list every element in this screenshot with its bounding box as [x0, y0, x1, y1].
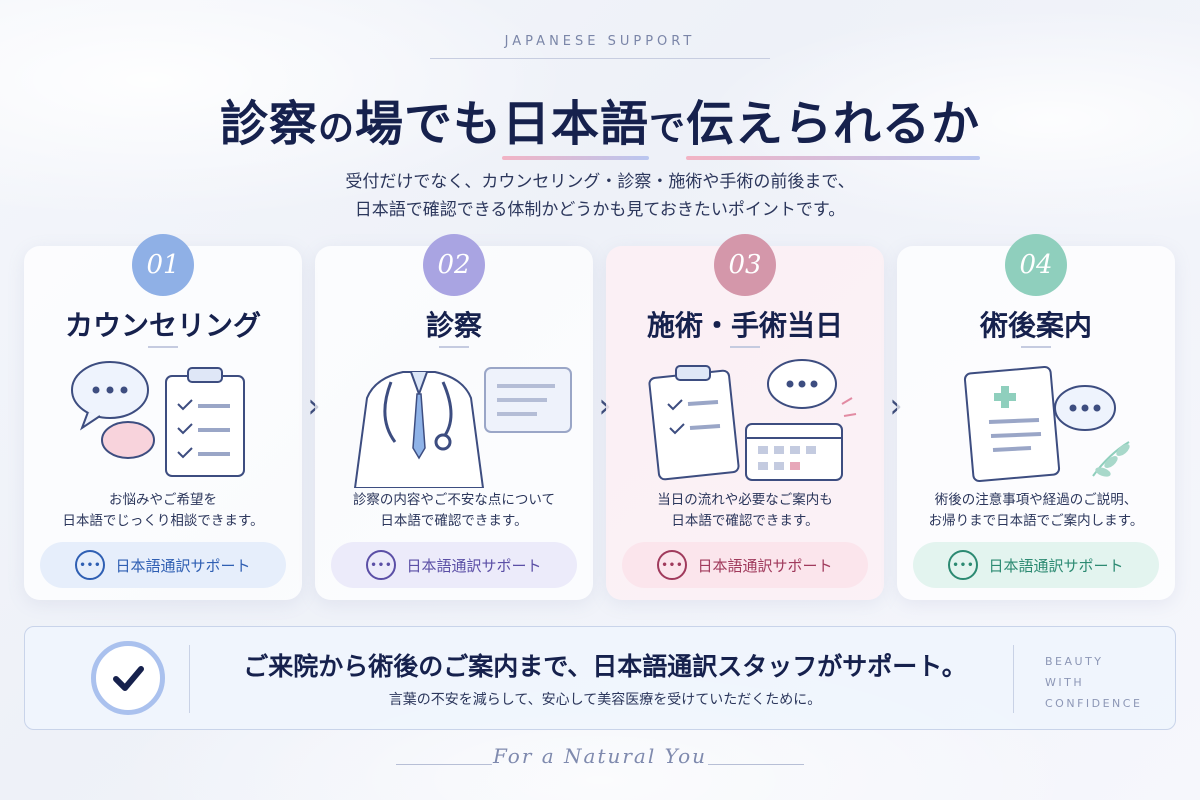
- interpreter-support-badge[interactable]: ••• 日本語通訳サポート: [622, 542, 868, 588]
- title-part: で: [649, 107, 687, 149]
- step-card-counseling: 01 カウンセリング お悩みやご希望を 日本語でじっくり相談できます。 ••• …: [24, 234, 302, 600]
- page-title: 診察の場でも日本語で伝えられるか: [0, 84, 1200, 160]
- schedule-illustration-icon: [648, 359, 857, 481]
- chat-bubble-icon: •••: [75, 550, 106, 580]
- badge-label: 日本語通訳サポート: [988, 556, 1124, 575]
- step-number-badge: 02: [423, 234, 485, 296]
- title-part: の: [317, 107, 355, 149]
- banner-divider: [1013, 645, 1014, 713]
- step-title-divider: [148, 346, 178, 348]
- step-number-badge: 03: [714, 234, 776, 296]
- subtitle-line: 日本語で確認できる体制かどうかも見ておきたいポイントです。: [354, 200, 846, 220]
- doctor-illustration-icon: [353, 367, 572, 488]
- tagline-line: BEAUTY: [1045, 655, 1104, 668]
- step-title: カウンセリング: [64, 309, 261, 342]
- title-highlight: 日本語: [502, 84, 650, 160]
- step-description-line: 日本語で確認できます。: [380, 513, 528, 529]
- step-description: 当日の流れや必要なご案内も 日本語で確認できます。: [606, 490, 884, 532]
- step-title-divider: [730, 346, 760, 348]
- step-card-procedure-day: 03 施術・手術当日 当日の流れや必要なご案内も 日本語で確認できます。 •••…: [606, 234, 884, 600]
- badge-label: 日本語通訳サポート: [697, 556, 833, 575]
- footer-script: For a Natural You: [493, 744, 707, 768]
- step-description-line: 日本語でじっくり相談できます。: [62, 513, 264, 529]
- step-title-divider: [439, 346, 469, 348]
- steps-row: 01 カウンセリング お悩みやご希望を 日本語でじっくり相談できます。 ••• …: [24, 234, 1176, 602]
- step-description-line: 当日の流れや必要なご案内も: [657, 492, 833, 508]
- banner-title: ご来院から術後のご案内まで、日本語通訳スタッフがサポート。: [243, 652, 967, 681]
- step-title: 診察: [425, 309, 482, 342]
- step-description-line: 日本語で確認できます。: [671, 513, 819, 529]
- summary-banner: ご来院から術後のご案内まで、日本語通訳スタッフがサポート。 言葉の不安を減らして…: [24, 626, 1176, 730]
- beauty-tagline: BEAUTY WITH CONFIDENCE: [1045, 651, 1165, 714]
- title-highlight: 伝えられるか: [686, 84, 981, 160]
- step-description: 術後の注意事項や経過のご説明、 お帰りまで日本語でご案内します。: [897, 490, 1175, 532]
- step-description-line: お帰りまで日本語でご案内します。: [928, 513, 1144, 529]
- step-card-examination: 02 診察 診察の内容やご不安な点について 日本語で確認できます。 ••• 日本…: [315, 234, 593, 600]
- banner-subtitle: 言葉の不安を減らして、安心して美容医療を受けていただくために。: [388, 692, 822, 708]
- step-number-badge: 01: [132, 234, 194, 296]
- step-description-line: お悩みやご希望を: [109, 492, 217, 508]
- step-description-line: 術後の注意事項や経過のご説明、: [934, 492, 1138, 508]
- step-number-badge: 04: [1005, 234, 1067, 296]
- footer-divider: [396, 764, 492, 765]
- step-title-divider: [1021, 346, 1051, 348]
- interpreter-support-badge[interactable]: ••• 日本語通訳サポート: [40, 542, 286, 588]
- banner-divider: [189, 645, 190, 713]
- eyebrow-divider: [430, 58, 770, 59]
- step-card-aftercare: 04 術後案内 術後の注意事項や経過のご説明、 お帰りまで日本語でご案内します。…: [897, 234, 1175, 600]
- title-part: 診察: [219, 96, 318, 152]
- tagline-line: CONFIDENCE: [1045, 697, 1143, 710]
- counseling-illustration-icon: [71, 361, 245, 477]
- step-title: 施術・手術当日: [646, 309, 843, 342]
- badge-label: 日本語通訳サポート: [406, 556, 542, 575]
- medical-document-illustration-icon: [963, 365, 1130, 483]
- interpreter-support-badge[interactable]: ••• 日本語通訳サポート: [913, 542, 1159, 588]
- step-title: 術後案内: [979, 309, 1092, 342]
- step-description-line: 診察の内容やご不安な点について: [352, 492, 556, 508]
- step-description: 診察の内容やご不安な点について 日本語で確認できます。: [315, 490, 593, 532]
- interpreter-support-badge[interactable]: ••• 日本語通訳サポート: [331, 542, 577, 588]
- badge-label: 日本語通訳サポート: [115, 556, 251, 575]
- checkmark-icon: [91, 641, 165, 715]
- footer-divider: [708, 764, 804, 765]
- subtitle-line: 受付だけでなく、カウンセリング・診察・施術や手術の前後まで、: [345, 172, 855, 192]
- chat-bubble-icon: •••: [366, 550, 397, 580]
- step-description: お悩みやご希望を 日本語でじっくり相談できます。: [24, 490, 302, 532]
- chat-bubble-icon: •••: [948, 550, 979, 580]
- title-part: 場でも: [354, 96, 502, 152]
- chat-bubble-icon: •••: [657, 550, 688, 580]
- eyebrow-label: JAPANESE SUPPORT: [504, 34, 696, 49]
- tagline-line: WITH: [1045, 676, 1085, 689]
- page-subtitle: 受付だけでなく、カウンセリング・診察・施術や手術の前後まで、 日本語で確認できる…: [0, 168, 1200, 224]
